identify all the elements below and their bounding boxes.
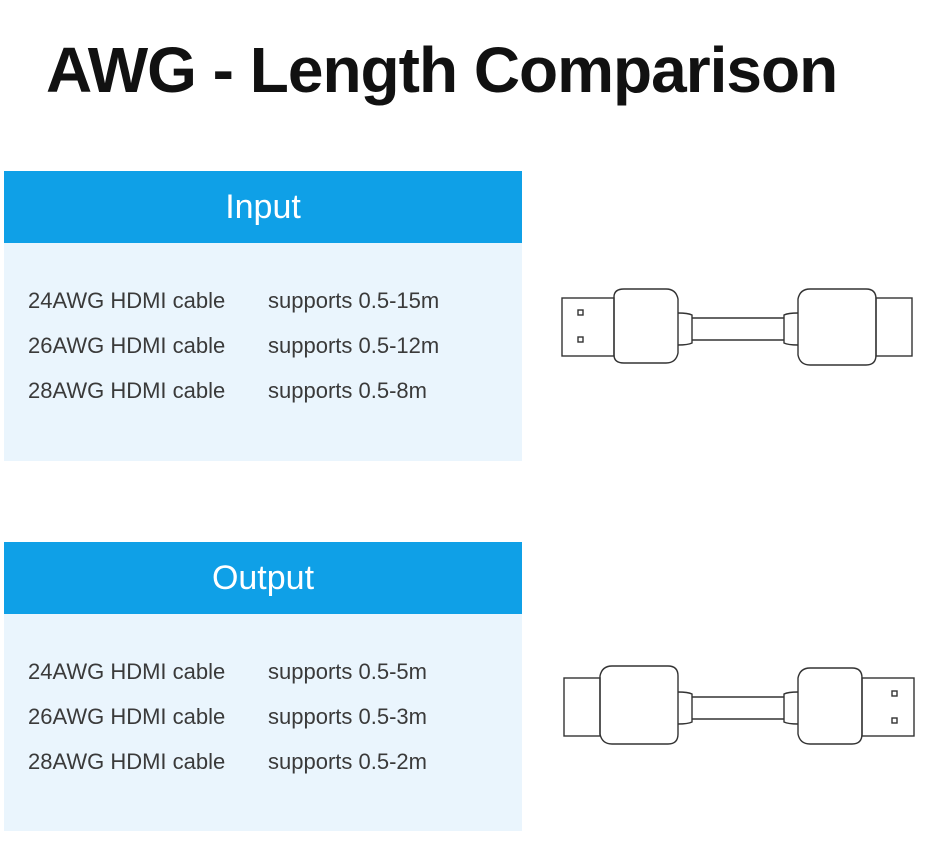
input-panel: Input 24AWG HDMI cable supports 0.5-15m … bbox=[4, 171, 522, 461]
spec-row: 26AWG HDMI cable supports 0.5-12m bbox=[28, 323, 439, 368]
cable-support: supports 0.5-8m bbox=[268, 378, 427, 403]
input-panel-body: 24AWG HDMI cable supports 0.5-15m 26AWG … bbox=[4, 243, 522, 461]
cable-type: 26AWG HDMI cable bbox=[28, 704, 226, 729]
cable-type: 26AWG HDMI cable bbox=[28, 333, 226, 358]
spec-row: 28AWG HDMI cable supports 0.5-2m bbox=[28, 739, 427, 784]
input-panel-header: Input bbox=[4, 171, 522, 243]
cable-support: supports 0.5-5m bbox=[268, 659, 427, 684]
output-spec-list: 24AWG HDMI cable supports 0.5-5m 26AWG H… bbox=[28, 649, 427, 784]
cable-support: supports 0.5-2m bbox=[268, 749, 427, 774]
page-title: AWG - Length Comparison bbox=[46, 34, 838, 106]
cable-support: supports 0.5-3m bbox=[268, 704, 427, 729]
output-panel-header: Output bbox=[4, 542, 522, 614]
cable-type: 24AWG HDMI cable bbox=[28, 288, 226, 313]
cable-type: 28AWG HDMI cable bbox=[28, 749, 226, 774]
spec-row: 26AWG HDMI cable supports 0.5-3m bbox=[28, 694, 427, 739]
spec-row: 24AWG HDMI cable supports 0.5-15m bbox=[28, 278, 439, 323]
hdmi-cable-icon bbox=[561, 288, 913, 366]
spec-row: 24AWG HDMI cable supports 0.5-5m bbox=[28, 649, 427, 694]
cable-type: 24AWG HDMI cable bbox=[28, 659, 226, 684]
output-panel-body: 24AWG HDMI cable supports 0.5-5m 26AWG H… bbox=[4, 614, 522, 831]
cable-support: supports 0.5-12m bbox=[268, 333, 440, 358]
input-spec-list: 24AWG HDMI cable supports 0.5-15m 26AWG … bbox=[28, 278, 439, 413]
spec-row: 28AWG HDMI cable supports 0.5-8m bbox=[28, 368, 439, 413]
cable-support: supports 0.5-15m bbox=[268, 288, 440, 313]
output-panel: Output 24AWG HDMI cable supports 0.5-5m … bbox=[4, 542, 522, 831]
hdmi-cable-icon bbox=[563, 665, 915, 745]
cable-type: 28AWG HDMI cable bbox=[28, 378, 226, 403]
